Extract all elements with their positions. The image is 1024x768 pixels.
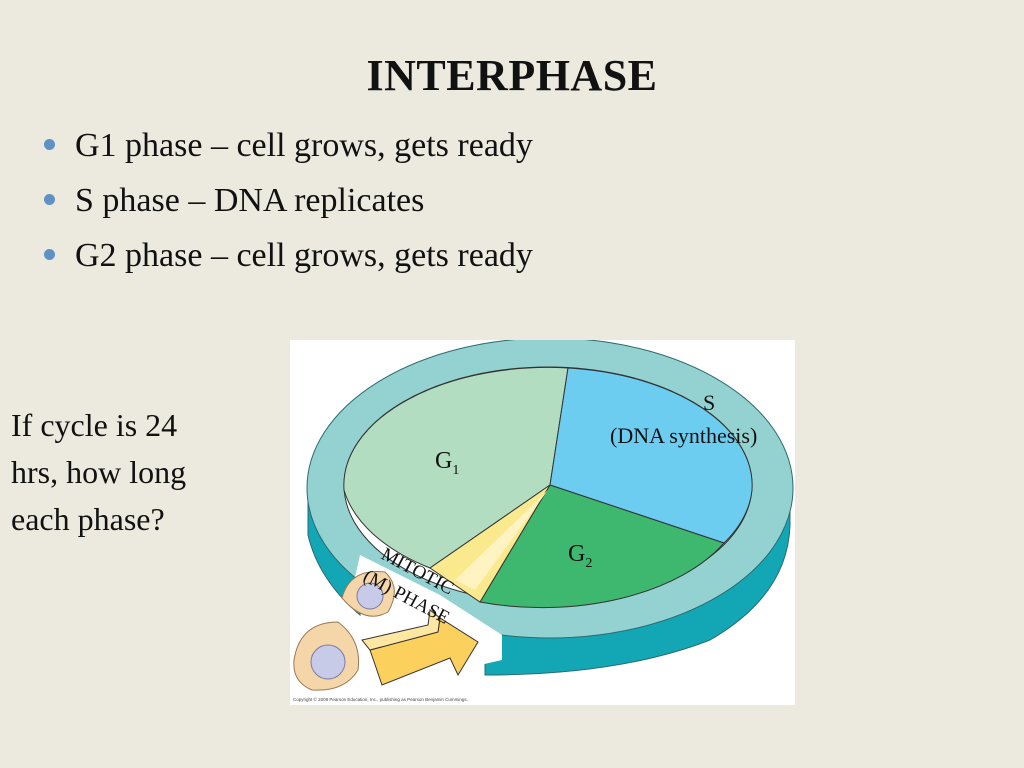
question-line: If cycle is 24 xyxy=(11,407,178,443)
bullet-item: G1 phase – cell grows, gets ready xyxy=(44,118,533,173)
bullet-text: G1 phase – cell grows, gets ready xyxy=(75,127,533,164)
bullet-text: G2 phase – cell grows, gets ready xyxy=(75,237,533,274)
g2-label: G2 xyxy=(568,541,592,571)
copyright-credit: Copyright © 2008 Pearson Education, Inc.… xyxy=(293,696,468,702)
s-sector xyxy=(549,367,753,544)
g1-label: G1 xyxy=(435,448,459,478)
s-desc-label: (DNA synthesis) xyxy=(610,423,757,448)
s-label: S xyxy=(703,390,715,415)
bullet-item: S phase – DNA replicates xyxy=(44,173,533,228)
large-cell-nucleus xyxy=(310,644,346,680)
mitotic-arrow-top xyxy=(361,609,441,651)
g1-sector xyxy=(343,366,569,569)
cell-cycle-svg: G1 S (DNA synthesis) G2 MITOTIC (M) PHAS… xyxy=(293,340,794,702)
bullet-list: G1 phase – cell grows, gets ready S phas… xyxy=(44,118,533,283)
cell-cycle-diagram: G1 S (DNA synthesis) G2 MITOTIC (M) PHAS… xyxy=(290,340,795,705)
bullet-dot-icon xyxy=(44,194,55,205)
question-line: each phase? xyxy=(11,501,165,537)
slide-title: INTERPHASE xyxy=(366,51,658,100)
mitotic-wedge xyxy=(429,484,551,603)
question-line: hrs, how long xyxy=(11,454,187,490)
bullet-dot-icon xyxy=(44,249,55,260)
question-text: If cycle is 24 hrs, how long each phase? xyxy=(11,402,271,543)
small-cell-nucleus xyxy=(356,582,384,610)
mitotic-wedge-inner xyxy=(455,490,548,590)
g2-sector xyxy=(479,484,725,609)
bullet-dot-icon xyxy=(44,139,55,150)
bullet-item: G2 phase – cell grows, gets ready xyxy=(44,228,533,283)
bullet-text: S phase – DNA replicates xyxy=(75,182,425,219)
